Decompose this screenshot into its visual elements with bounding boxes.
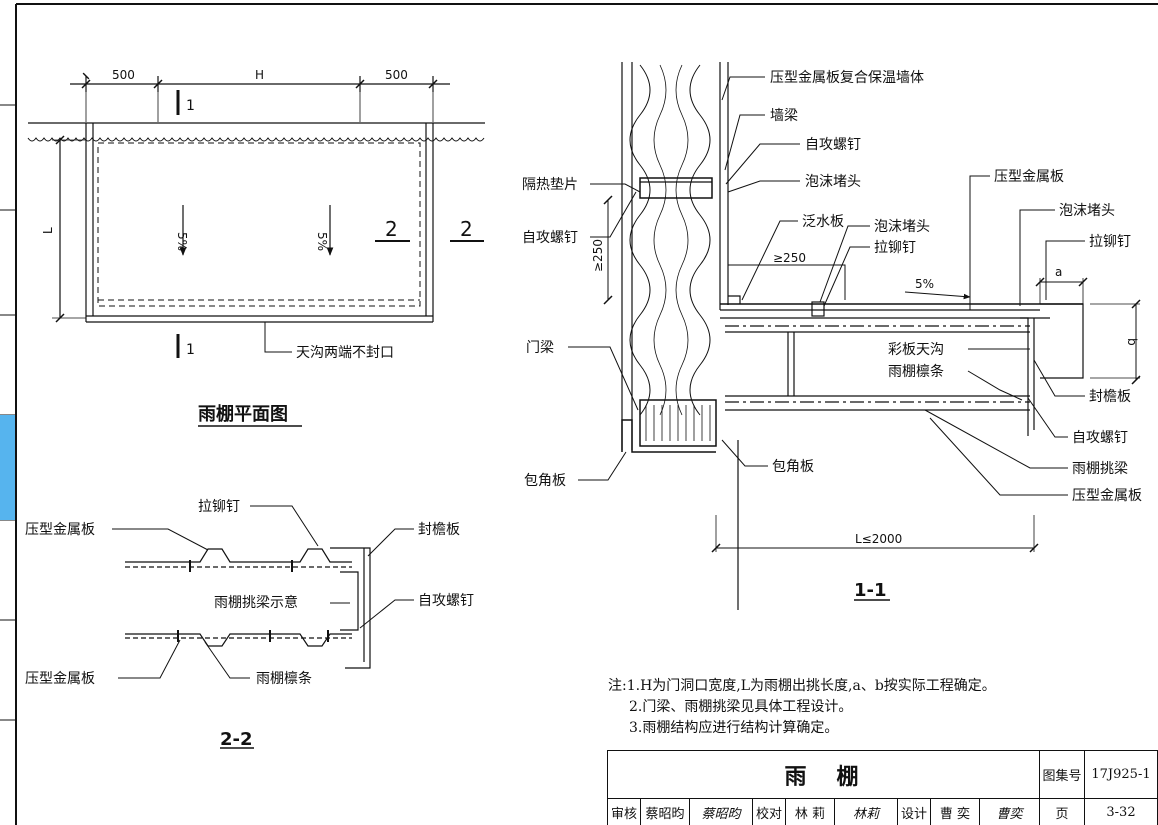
s11-screw-top: 自攻螺钉 xyxy=(805,137,861,153)
design-name: 曹 奕 xyxy=(930,798,980,825)
s11-dim-250-h: ≥250 xyxy=(773,251,806,265)
check-label: 校对 xyxy=(752,798,786,825)
s11-screw-left: 自攻螺钉 xyxy=(522,230,578,246)
design-label: 设计 xyxy=(897,798,931,825)
s11-wall-beam: 墙梁 xyxy=(770,108,798,124)
s22-label-steel-bottom: 压型金属板 xyxy=(25,671,95,687)
plan-slope-2: 5% xyxy=(315,232,329,251)
s22-label-rivet: 拉铆钉 xyxy=(198,499,240,515)
s11-foam-plug-right: 泡沫堵头 xyxy=(1059,203,1115,219)
plan-section-mark-right: 2 xyxy=(460,217,473,241)
plan-dim-mid: H xyxy=(255,68,264,82)
s11-title: 1-1 xyxy=(854,580,887,601)
s11-dim-a: a xyxy=(1055,265,1062,279)
s11-insulation-pad: 隔热垫片 xyxy=(522,177,578,193)
s11-gutter: 彩板天沟 xyxy=(888,342,944,358)
title-block: 雨 棚 图集号 17J925-1 审核 蔡昭昀 蔡昭昀 校对 林 莉 林莉 设计… xyxy=(607,750,1158,825)
drawing-title: 雨 棚 xyxy=(607,750,1040,799)
note-1: 注:1.H为门洞口宽度,L为雨棚出挑长度,a、b按实际工程确定。 xyxy=(608,678,996,694)
s11-slope: 5% xyxy=(915,277,934,291)
plan-dim-left: 500 xyxy=(112,68,135,82)
page-number: 3-32 xyxy=(1084,798,1158,825)
check-name: 林 莉 xyxy=(785,798,835,825)
s11-foam-plug-top: 泡沫堵头 xyxy=(805,174,861,190)
check-signature: 林莉 xyxy=(834,798,898,825)
s11-dim-250-v: ≥250 xyxy=(591,239,605,272)
s11-dim-L: L≤2000 xyxy=(855,532,902,546)
s22-label-fascia: 封檐板 xyxy=(418,522,460,538)
plan-view xyxy=(27,72,485,427)
atlas-label: 图集号 xyxy=(1039,750,1085,799)
s22-label-purlin: 雨棚檩条 xyxy=(256,670,312,687)
s11-fascia: 封檐板 xyxy=(1089,389,1131,405)
section-11 xyxy=(568,62,1141,610)
plan-dim-right: 500 xyxy=(385,68,408,82)
s11-dim-b: b xyxy=(1125,338,1139,346)
note-2: 2.门梁、雨棚挑梁见具体工程设计。 xyxy=(629,699,853,715)
plan-section-mark-left: 2 xyxy=(385,217,398,241)
s11-corner-trim-left: 包角板 xyxy=(524,473,566,489)
s11-foam-plug-mid: 泡沫堵头 xyxy=(874,219,930,235)
s22-title: 2-2 xyxy=(220,729,253,750)
plan-slope-1: 5% xyxy=(175,232,189,251)
plan-cut-top: 1 xyxy=(186,98,195,114)
review-signature: 蔡昭昀 xyxy=(689,798,753,825)
s11-wall-panel: 压型金属板复合保温墙体 xyxy=(770,69,924,86)
plan-gutter-note: 天沟两端不封口 xyxy=(296,345,394,361)
s22-label-screw: 自攻螺钉 xyxy=(418,593,474,609)
s11-steel-sheet-bottom: 压型金属板 xyxy=(1072,488,1142,504)
s11-purlin: 雨棚檩条 xyxy=(888,363,944,380)
design-signature: 曹奕 xyxy=(979,798,1040,825)
page-label: 页 xyxy=(1039,798,1085,825)
plan-cut-bottom: 1 xyxy=(186,342,195,358)
atlas-number: 17J925-1 xyxy=(1084,750,1158,799)
s11-corner-trim-mid: 包角板 xyxy=(772,459,814,475)
s11-screw-right: 自攻螺钉 xyxy=(1072,430,1128,446)
section-22 xyxy=(112,505,414,749)
s11-door-beam: 门梁 xyxy=(526,340,554,356)
note-3: 3.雨棚结构应进行结构计算确定。 xyxy=(629,720,839,736)
notes: 注:1.H为门洞口宽度,L为雨棚出挑长度,a、b按实际工程确定。 2.门梁、雨棚… xyxy=(608,676,1153,739)
s11-rivet-right: 拉铆钉 xyxy=(1089,234,1131,250)
s22-label-beam-note: 雨棚挑梁示意 xyxy=(214,594,298,611)
plan-dim-depth: L xyxy=(41,227,55,234)
s11-rivet-mid: 拉铆钉 xyxy=(874,240,916,256)
review-name: 蔡昭昀 xyxy=(640,798,690,825)
plan-title: 雨棚平面图 xyxy=(198,403,288,425)
review-label: 审核 xyxy=(607,798,641,825)
s11-flashing: 泛水板 xyxy=(802,214,844,230)
s11-cantilever-beam: 雨棚挑梁 xyxy=(1072,461,1128,477)
sidebar-highlight xyxy=(0,415,15,520)
s22-label-steel-top: 压型金属板 xyxy=(25,522,95,538)
s11-steel-sheet-top: 压型金属板 xyxy=(994,169,1064,185)
